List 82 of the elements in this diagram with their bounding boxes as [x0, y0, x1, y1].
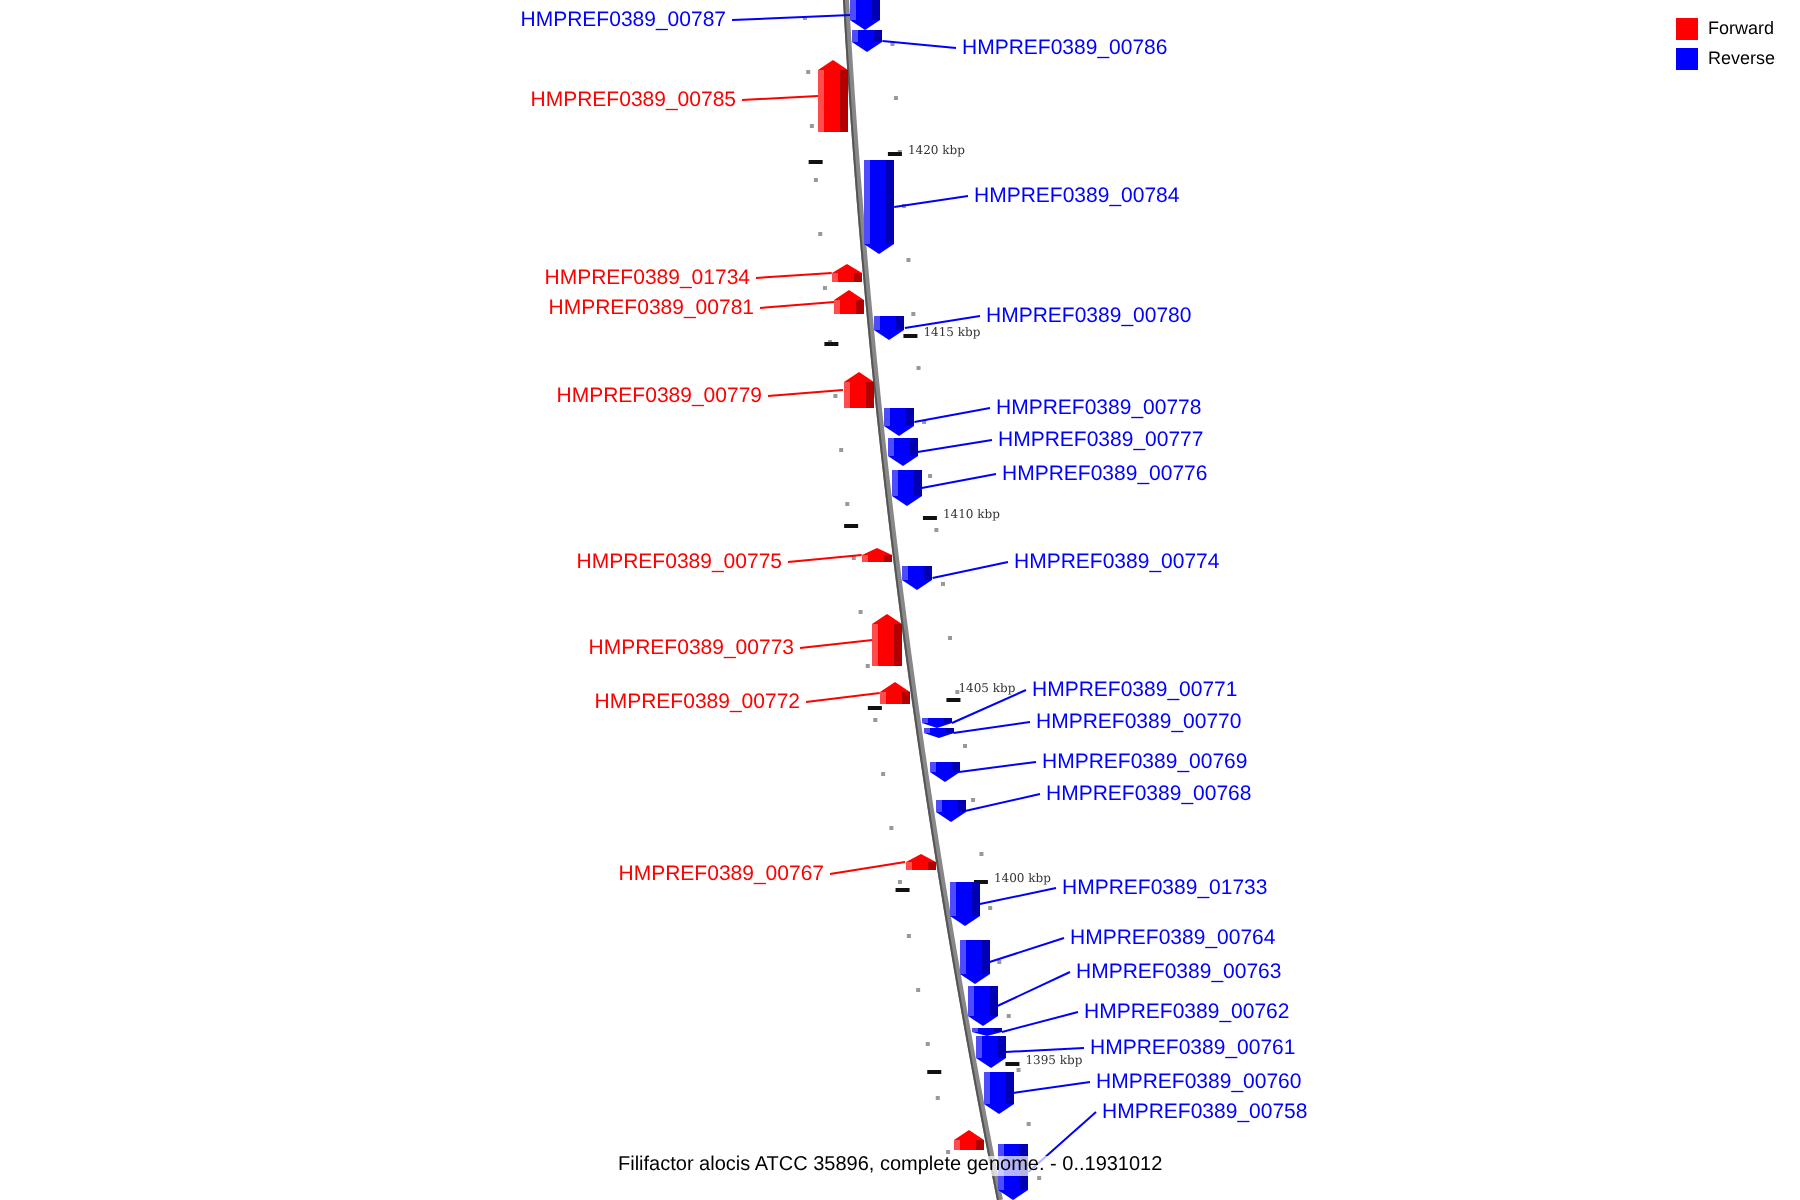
gene-label: HMPREF0389_00771: [1032, 679, 1238, 701]
legend-label: Forward: [1708, 20, 1775, 38]
leader-line: [920, 473, 997, 489]
gene-label: HMPREF0389_00763: [1076, 961, 1282, 983]
gene-label: HMPREF0389_00781: [548, 297, 754, 319]
leader-line: [805, 692, 881, 703]
gene-label: HMPREF0389_00767: [618, 863, 824, 885]
gene-feature: [843, 372, 873, 408]
leader-line: [916, 439, 993, 453]
gene-feature: [879, 682, 910, 704]
gene-label: HMPREF0389_00785: [530, 89, 736, 111]
leader-line: [767, 389, 844, 397]
gene-feature: [884, 408, 915, 436]
gene-label: HMPREF0389_00768: [1046, 783, 1252, 805]
leader-line: [988, 937, 1065, 963]
leader-line: [903, 315, 981, 329]
gene-feature: [975, 1036, 1006, 1068]
gene-feature: [905, 854, 936, 870]
gene-label: HMPREF0389_00786: [962, 37, 1168, 59]
leader-line: [1004, 1047, 1085, 1053]
gene-label: HMPREF0389_00770: [1036, 711, 1242, 733]
gene-label: HMPREF0389_00769: [1042, 751, 1248, 773]
gene-label: HMPREF0389_00762: [1084, 1001, 1290, 1023]
leader-line: [787, 554, 863, 563]
gene-label: HMPREF0389_00787: [520, 9, 726, 31]
leader-line: [759, 301, 836, 309]
gene-feature: [834, 290, 865, 314]
gene-feature: [887, 438, 918, 466]
gene-feature: [983, 1072, 1014, 1114]
gene-feature: [949, 882, 980, 926]
leader-line: [1012, 1081, 1091, 1094]
leader-line: [951, 689, 1027, 724]
gene-feature: [971, 1028, 1002, 1036]
gene-feature: [850, 0, 881, 30]
gene-label: HMPREF0389_00758: [1102, 1101, 1308, 1123]
gene-label: HMPREF0389_00784: [974, 185, 1180, 207]
leader-line: [964, 793, 1041, 812]
gene-feature: [935, 800, 966, 822]
gene-feature: [891, 470, 922, 506]
gene-label: HMPREF0389_00778: [996, 397, 1202, 419]
leader-line: [731, 14, 852, 21]
leader-line: [829, 861, 907, 875]
leader-line: [893, 195, 969, 208]
leader-line: [978, 887, 1057, 905]
gene-label: HMPREF0389_00773: [588, 637, 794, 659]
gene-label: HMPREF0389_01733: [1062, 877, 1268, 899]
gene-label: HMPREF0389_00772: [594, 691, 800, 713]
gene-label: HMPREF0389_00761: [1090, 1037, 1296, 1059]
gene-feature: [872, 614, 903, 666]
leader-line: [755, 272, 833, 279]
gene-label: HMPREF0389_00780: [986, 305, 1192, 327]
gene-feature: [921, 718, 952, 728]
gene-feature: [954, 1130, 985, 1150]
leader-line: [741, 95, 819, 101]
leader-line: [913, 407, 991, 423]
gene-label: HMPREF0389_00760: [1096, 1071, 1302, 1093]
gene-label: HMPREF0389_00776: [1002, 463, 1208, 485]
gene-label: HMPREF0389_00774: [1014, 551, 1220, 573]
gene-label: HMPREF0389_01734: [544, 267, 750, 289]
leader-line: [931, 561, 1009, 579]
gene-feature: [831, 264, 862, 282]
gene-feature: [861, 548, 892, 562]
gene-feature: [929, 762, 960, 782]
gene-feature: [864, 160, 895, 254]
gene-feature: [817, 60, 848, 132]
leader-line: [996, 971, 1071, 1007]
gene-feature: [959, 940, 990, 984]
gene-feature: [852, 30, 883, 52]
leader-line: [952, 721, 1031, 734]
gene-label: HMPREF0389_00779: [556, 385, 762, 407]
caption: Filifactor alocis ATCC 35896, complete genome. - 0..1931012: [618, 1156, 1163, 1176]
gene-feature: [923, 728, 954, 738]
leader-line: [799, 639, 874, 649]
leader-line: [958, 761, 1037, 773]
leader-line: [1000, 1011, 1079, 1033]
gene-label: HMPREF0389_00777: [998, 429, 1204, 451]
leader-line: [881, 40, 957, 49]
gene-feature: [902, 566, 933, 590]
gene-feature: [874, 316, 905, 340]
legend-label: Reverse: [1708, 50, 1776, 68]
gene-label: HMPREF0389_00775: [576, 551, 782, 573]
gene-label: HMPREF0389_00764: [1070, 927, 1276, 949]
